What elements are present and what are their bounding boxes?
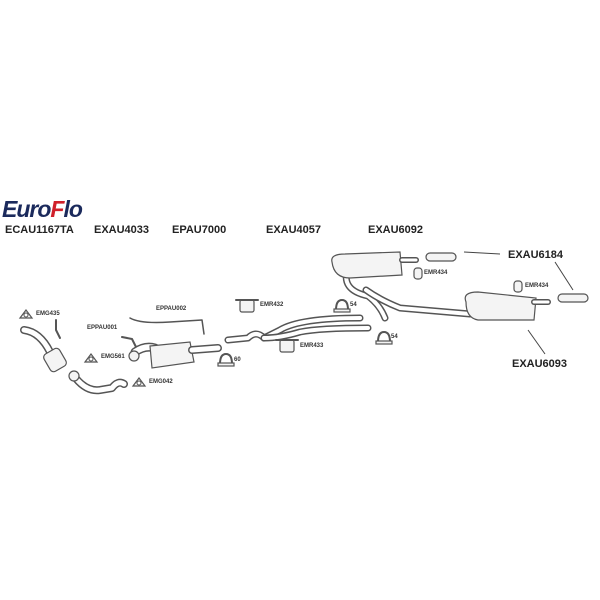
fitting-label-emr432[interactable]: EMR432: [260, 302, 284, 308]
leader-line-rear-box-right: [527, 329, 546, 355]
mount-emr434b-icon: [513, 280, 523, 293]
sensor-pipe-eppau001-icon: [121, 336, 137, 348]
mount-emr434a-icon: [413, 267, 423, 280]
part-label-dpf[interactable]: EPAU7000: [172, 224, 227, 236]
fitting-label-clamp-60[interactable]: 60: [234, 357, 241, 363]
part-label-rear-box-left[interactable]: EXAU6092: [368, 224, 424, 236]
clamp-54b-icon: [375, 331, 393, 345]
sensor-pipe-eppau002-icon: [129, 317, 205, 335]
logo-text-f: F: [50, 196, 64, 222]
gasket-emg042-icon: [131, 377, 147, 387]
fitting-label-eppau001[interactable]: EPPAU001: [87, 325, 118, 331]
fitting-label-emg561[interactable]: EMG561: [101, 354, 125, 360]
fitting-label-eppau002[interactable]: EPPAU002: [156, 306, 187, 312]
dpf-icon: [128, 341, 222, 369]
front-pipe-icon: [68, 370, 128, 395]
part-label-centre-pipe[interactable]: EXAU4057: [266, 224, 322, 236]
gasket-emg435-icon: [18, 309, 34, 319]
fitting-label-emr434b[interactable]: EMR434: [525, 283, 549, 289]
part-label-rear-box-right[interactable]: EXAU6093: [512, 358, 568, 370]
fitting-label-clamp-54b[interactable]: 54: [391, 334, 398, 340]
part-label-front-pipe[interactable]: EXAU4033: [94, 224, 150, 236]
rear-silencer-right-icon: [464, 291, 551, 321]
fitting-label-emr433[interactable]: EMR433: [300, 343, 324, 349]
fitting-label-emg042[interactable]: EMG042: [149, 379, 173, 385]
clamp-60-icon: [217, 353, 235, 367]
centre-pipe-icon: [224, 314, 372, 344]
logo-text: Euro: [2, 196, 51, 222]
mount-emr432-icon: [235, 299, 259, 313]
fitting-label-emg435[interactable]: EMG435: [36, 311, 60, 317]
leader-line-tailpipe-left: [463, 251, 501, 255]
gasket-emg561-icon: [83, 353, 99, 363]
mount-emr433-icon: [275, 339, 299, 353]
euroflo-logo: EuroFlo: [2, 196, 83, 223]
fitting-label-emr434a[interactable]: EMR434: [424, 270, 448, 276]
clamp-54a-icon: [333, 299, 351, 313]
part-label-tailpipe[interactable]: EXAU6184: [508, 249, 564, 261]
fitting-label-clamp-54a[interactable]: 54: [350, 302, 357, 308]
leader-line-tailpipe-right: [554, 261, 574, 291]
rear-silencer-left-icon: [331, 251, 474, 322]
part-label-catalyst[interactable]: ECAU1167TA: [5, 224, 74, 236]
catalyst-icon: [20, 319, 67, 373]
logo-text-end: lo: [63, 196, 82, 222]
tailpipe-left-icon: [425, 252, 457, 262]
tailpipe-right-icon: [557, 293, 589, 303]
